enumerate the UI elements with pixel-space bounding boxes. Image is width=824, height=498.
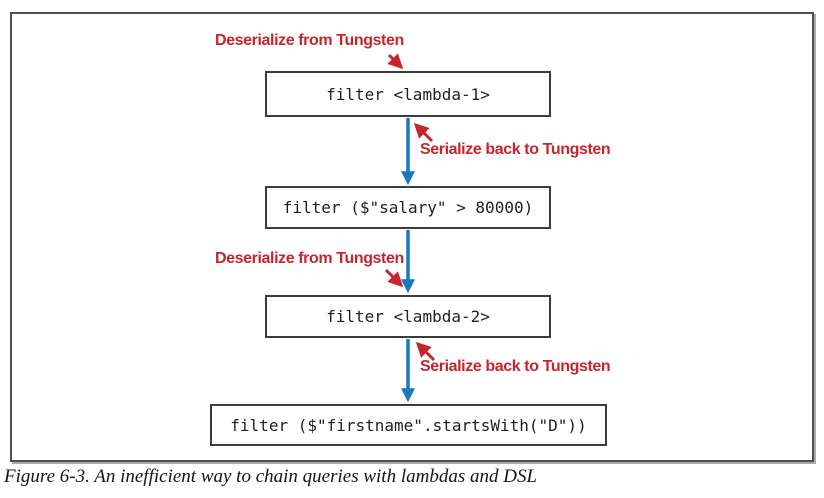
node-label: filter ($"salary" > 80000) — [282, 198, 534, 217]
node-filter-salary: filter ($"salary" > 80000) — [265, 186, 551, 229]
annotation-deserialize-1: Deserialize from Tungsten — [215, 32, 404, 49]
node-label: filter ($"firstname".startsWith("D")) — [230, 415, 587, 435]
node-filter-lambda-2: filter <lambda-2> — [265, 295, 551, 338]
node-label: filter <lambda-2> — [326, 307, 490, 326]
node-label: filter <lambda-1> — [326, 84, 490, 104]
annotation-deserialize-2: Deserialize from Tungsten — [215, 250, 404, 267]
node-filter-lambda-1: filter <lambda-1> — [265, 71, 551, 117]
annotation-serialize-2: Serialize back to Tungsten — [420, 358, 611, 375]
annotation-serialize-1: Serialize back to Tungsten — [420, 141, 611, 158]
figure-caption: Figure 6-3. An inefficient way to chain … — [4, 466, 538, 487]
node-filter-firstname: filter ($"firstname".startsWith("D")) — [210, 404, 607, 446]
